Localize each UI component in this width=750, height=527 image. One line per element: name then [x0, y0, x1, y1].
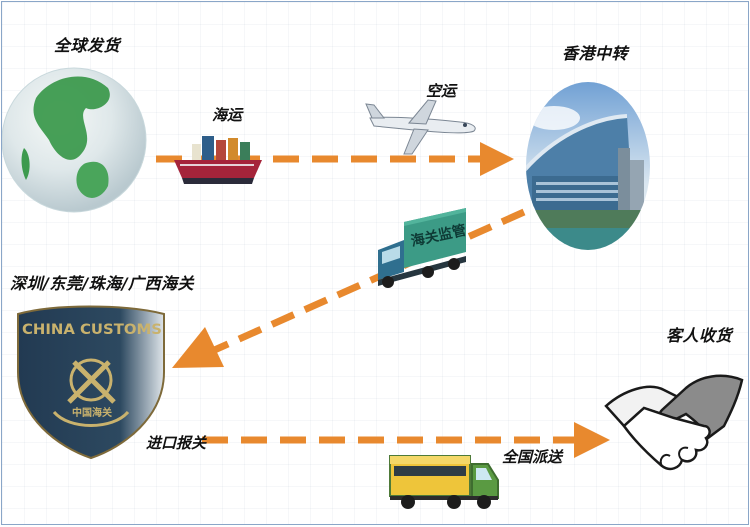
arrowhead-hub — [480, 142, 514, 176]
delivery-route-label: 全国派送 — [502, 448, 563, 466]
airplane-icon — [365, 99, 476, 155]
delivery-truck-icon — [389, 455, 499, 509]
handshake-icon — [604, 374, 744, 471]
import-declaration-label: 进口报关 — [146, 434, 207, 452]
customs-label: 深圳/东莞/珠海/广西海关 — [10, 274, 195, 293]
arrow-hub-to-customs — [208, 208, 526, 356]
badge-text-cn: 中国海关 — [72, 406, 112, 419]
hub-label: 香港中转 — [562, 44, 629, 63]
arrowhead-customer — [574, 422, 610, 458]
cargo-ship-icon — [174, 136, 262, 184]
sea-route-label: 海运 — [212, 106, 243, 124]
hong-kong-port-icon — [526, 82, 650, 250]
badge-text-en: CHINA CUSTOMS — [22, 322, 162, 338]
globe-icon — [2, 67, 147, 213]
arrowhead-customs — [172, 327, 224, 368]
air-route-label: 空运 — [426, 82, 457, 100]
origin-label: 全球发货 — [54, 36, 121, 55]
container-truck-icon: 海关监管 — [378, 208, 468, 288]
customer-label: 客人收货 — [666, 326, 733, 345]
china-customs-badge-icon: CHINA CUSTOMS 中国海关 — [17, 305, 165, 460]
